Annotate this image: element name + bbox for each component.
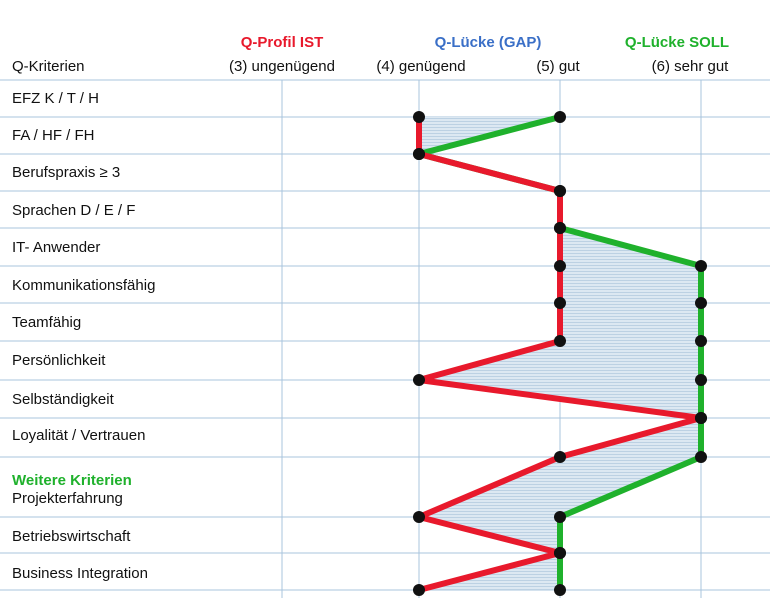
criterion-label: Berufspraxis ≥ 3 [12, 164, 120, 181]
section-label: Weitere Kriterien [12, 472, 132, 489]
marker-soll [413, 148, 425, 160]
legend-ist: Q-Profil IST [241, 34, 324, 51]
criterion-label: FA / HF / FH [12, 127, 95, 144]
marker-soll [554, 547, 566, 559]
scale-label-3: (3) ungenügend [229, 58, 335, 75]
marker-soll [695, 374, 707, 386]
marker-ist [413, 511, 425, 523]
marker-soll [554, 185, 566, 197]
criterion-label: Persönlichkeit [12, 352, 106, 369]
gap-area [419, 117, 701, 590]
marker-soll [695, 260, 707, 272]
criterion-label: Sprachen D / E / F [12, 202, 135, 219]
marker-ist [413, 584, 425, 596]
criterion-label: Kommunikationsfähig [12, 277, 155, 294]
criterion-label: Projekterfahrung [12, 490, 123, 507]
criterion-label: Selbständigkeit [12, 391, 115, 408]
marker-soll [554, 511, 566, 523]
criterion-label: Loyalität / Vertrauen [12, 427, 145, 444]
criteria-header: Q-Kriterien [12, 58, 85, 75]
criterion-label: Teamfähig [12, 314, 81, 331]
marker-soll [695, 412, 707, 424]
marker-soll [554, 111, 566, 123]
scale-label-5: (5) gut [536, 58, 580, 75]
marker-ist [554, 260, 566, 272]
legend-soll: Q-Lücke SOLL [625, 34, 729, 51]
legend-gap: Q-Lücke (GAP) [435, 34, 542, 51]
scale-label-4: (4) genügend [376, 58, 465, 75]
criterion-label: Business Integration [12, 565, 148, 582]
criterion-label: Betriebswirtschaft [12, 528, 131, 545]
criteria-labels: EFZ K / T / H FA / HF / FH Berufspraxis ≥ … [12, 90, 155, 582]
marker-ist [413, 374, 425, 386]
marker-ist [554, 335, 566, 347]
criterion-label: IT- Anwender [12, 239, 100, 256]
marker-soll [554, 222, 566, 234]
criterion-label: EFZ K / T / H [12, 90, 99, 107]
marker-soll [695, 297, 707, 309]
marker-soll [695, 335, 707, 347]
marker-ist [413, 111, 425, 123]
marker-soll [695, 451, 707, 463]
markers [413, 111, 707, 596]
scale-label-6: (6) sehr gut [652, 58, 730, 75]
marker-ist [554, 451, 566, 463]
marker-ist [554, 297, 566, 309]
gap-fill [419, 117, 701, 590]
marker-soll [554, 584, 566, 596]
